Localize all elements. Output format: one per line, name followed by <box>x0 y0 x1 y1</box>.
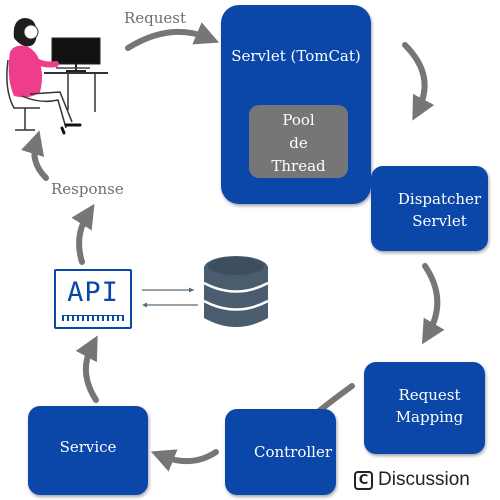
dispatcher-servlet-label-line: Servlet <box>412 212 467 230</box>
copyright-c-icon: C <box>354 470 373 490</box>
request-label: Request <box>124 9 187 27</box>
api-connector-ticks <box>62 315 124 321</box>
service-label: Service <box>59 438 117 456</box>
service-to-api-arrow <box>75 335 99 403</box>
api-label: API <box>67 277 119 308</box>
servlet-tomcat-label: Servlet (TomCat) <box>231 47 361 65</box>
dispatcher-servlet-label-line: Dispatcher <box>397 190 482 208</box>
thread-pool-label-line: Pool <box>282 111 315 129</box>
request-mapping-box: Request Mapping <box>364 362 485 454</box>
response-arrow <box>21 130 49 181</box>
database-icon <box>203 256 269 327</box>
response-label: Response <box>51 180 124 198</box>
thread-pool-box: Pool de Thread <box>249 105 348 178</box>
thread-pool-label-line: de <box>289 134 308 152</box>
request-mapping-label-line: Request <box>398 386 461 404</box>
api-database-exchange-arrows <box>142 287 198 308</box>
controller-to-service-arrow <box>150 449 219 472</box>
api-icon: API <box>54 269 132 329</box>
request-mapping-label-line: Mapping <box>395 408 464 426</box>
watermark-text: Discussion <box>378 469 470 490</box>
thread-pool-label-line: Thread <box>271 157 326 175</box>
watermark: C Discussion <box>349 463 496 497</box>
controller-box: Controller <box>225 409 336 495</box>
servlet-tomcat-box: Servlet (TomCat) Pool de Thread <box>221 5 371 204</box>
dispatcher-servlet-box: Dispatcher Servlet <box>371 166 488 251</box>
api-to-response-arrow <box>71 203 95 265</box>
controller-label: Controller <box>253 443 333 461</box>
servlet-to-dispatcher-arrow <box>402 42 435 121</box>
dispatcher-to-mapping-arrow <box>421 263 445 345</box>
person-at-computer-illustration <box>6 18 108 135</box>
service-box: Service <box>28 406 148 495</box>
request-arrow <box>125 22 220 51</box>
